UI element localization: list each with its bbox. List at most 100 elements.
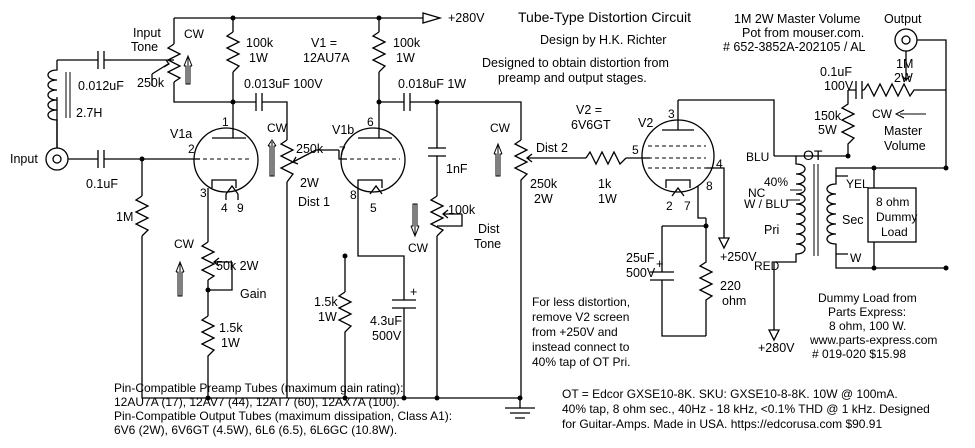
cap-cath3-plus: + xyxy=(656,257,663,271)
dummy-note-4: www.parts-express.com xyxy=(809,333,937,347)
inductor-core xyxy=(65,72,71,118)
cw-dist2: CW xyxy=(490,121,511,135)
pot-master-value: 1M xyxy=(896,57,913,71)
cw-arrow-gain xyxy=(175,260,185,297)
pot-dist2-wiper xyxy=(525,153,556,163)
v1b-cathode-lead xyxy=(344,188,405,292)
wire-sec xyxy=(835,167,946,269)
v1a-pin-3: 3 xyxy=(200,186,207,200)
note-line-4: instead connect to xyxy=(532,340,630,354)
pot-master[interactable] xyxy=(863,82,946,98)
r-grid2-value: 1k xyxy=(598,177,612,191)
pot-dist1-rating: 2W xyxy=(300,176,319,190)
v1-label-2: 12AU7A xyxy=(303,51,350,65)
dummy-box-3: Load xyxy=(881,225,908,239)
dummy-note-5: # 019-020 $15.98 xyxy=(812,347,906,361)
c-cath3-rating: 500V xyxy=(626,266,656,280)
v2-plate xyxy=(662,100,694,131)
pot-dist-tone[interactable] xyxy=(429,195,445,237)
r-grid2-rating: 1W xyxy=(598,192,617,206)
c-couple2-label: 0.018uF 1W xyxy=(398,77,466,91)
resistor-100k-2 xyxy=(371,31,387,73)
v1b-pin-6: 6 xyxy=(367,115,374,129)
input-jack-outer[interactable] xyxy=(45,147,69,171)
cw-arrow-dist2 xyxy=(493,142,503,177)
r-cath1-value: 1.5k xyxy=(219,321,243,335)
v2-pin-3: 3 xyxy=(668,107,675,121)
c-out-rating: 100V xyxy=(824,79,854,93)
pot-gain[interactable] xyxy=(200,241,216,281)
note-line-3: from +250V and xyxy=(532,325,618,339)
cap-input xyxy=(97,150,105,168)
cw-dtone: CW xyxy=(408,241,429,255)
r-grid-label: 1M xyxy=(116,210,133,224)
note-line-1: For less distortion, xyxy=(532,295,630,309)
v1b-pin-5: 5 xyxy=(370,201,377,215)
pot-tone-wiper xyxy=(151,59,170,75)
input-label: Input xyxy=(10,152,38,166)
ot-pin-pri: Pri xyxy=(764,223,779,237)
cw-tone: CW xyxy=(184,27,205,41)
v1a-plate xyxy=(212,128,246,139)
supply-280b-label: +280V xyxy=(758,341,795,355)
pot-dist1-wiper xyxy=(292,149,317,165)
r-cath3-value: 220 xyxy=(720,279,741,293)
resistor-100k-1 xyxy=(225,31,241,73)
inductor-2-7h xyxy=(47,60,58,148)
resistor-1-5k-1 xyxy=(200,315,216,398)
ot-label: OT xyxy=(803,147,823,163)
pot-dist2-rating: 2W xyxy=(534,192,553,206)
c-cath2-value: 4.3uF xyxy=(370,314,402,328)
cap-cath2-plus: + xyxy=(410,285,417,299)
wire-output xyxy=(905,39,947,168)
r-plate2-value: 100k xyxy=(393,36,421,50)
v2-grids xyxy=(648,145,706,169)
pot-dist2[interactable] xyxy=(513,139,529,398)
dist-tone-label-1: Dist xyxy=(478,222,500,236)
footer-right-3: for Guitar-Amps. Made in USA. https://ed… xyxy=(562,417,882,431)
c-cath2-rating: 500V xyxy=(372,329,402,343)
pot-dist1[interactable] xyxy=(279,139,295,183)
pot-master-rating: 2W xyxy=(894,71,913,85)
ot-pin-red: RED xyxy=(754,259,780,273)
ground-symbol xyxy=(505,398,535,419)
v2-pin-5: 5 xyxy=(632,143,639,157)
input-tone-label-1: Input xyxy=(133,26,161,40)
resistor-1-5k-2 xyxy=(337,291,353,398)
ot-pin-sec: Sec xyxy=(842,213,864,227)
input-jack-inner xyxy=(52,154,62,164)
c-in-label: 0.1uF xyxy=(86,177,118,191)
ot-core xyxy=(813,164,819,256)
output-jack-outer[interactable] xyxy=(894,28,918,52)
r-plate1-rating: 1W xyxy=(249,51,268,65)
v1b-cathode xyxy=(357,179,383,188)
pot-input-tone[interactable] xyxy=(166,43,182,83)
pot-master-wiper xyxy=(901,62,911,82)
pot-dist1-value: 250k xyxy=(296,142,324,156)
r-out-rating: 5W xyxy=(818,123,837,137)
v2-pin-7: 7 xyxy=(684,199,691,213)
title: Tube-Type Distortion Circuit xyxy=(518,9,691,25)
ot-tap-lines xyxy=(786,189,802,201)
dummy-box-1: 8 ohm xyxy=(876,195,909,209)
v2-label-2: 6V6GT xyxy=(571,118,611,132)
output-label: Output xyxy=(884,12,922,26)
master-note-3: # 652-3852A-202105 / AL xyxy=(723,40,866,54)
dist-tone-label-2: Tone xyxy=(474,237,501,251)
v2-label: V2 xyxy=(638,116,653,130)
resistor-150k xyxy=(796,90,856,157)
r-cath2-value: 1.5k xyxy=(314,295,338,309)
cap-couple1 xyxy=(255,93,263,111)
supply-arrow-top xyxy=(422,12,443,24)
dummy-note-3: 8 ohm, 100 W. xyxy=(829,319,906,333)
master-label-1: Master xyxy=(884,124,922,138)
v1b-lamp-symbol xyxy=(410,203,420,238)
c-couple1-label: 0.013uF 100V xyxy=(244,77,323,91)
gain-pot-label: 50k 2W xyxy=(216,259,259,273)
note-line-5: 40% tap of OT Pri. xyxy=(532,355,631,369)
v1a-pin-1: 1 xyxy=(222,115,229,129)
c-out-value: 0.1uF xyxy=(820,65,852,79)
inductor-label: 2.7H xyxy=(76,106,102,120)
v1a-pin-9: 9 xyxy=(237,201,244,215)
ot-pin-blu: BLU xyxy=(746,150,769,164)
